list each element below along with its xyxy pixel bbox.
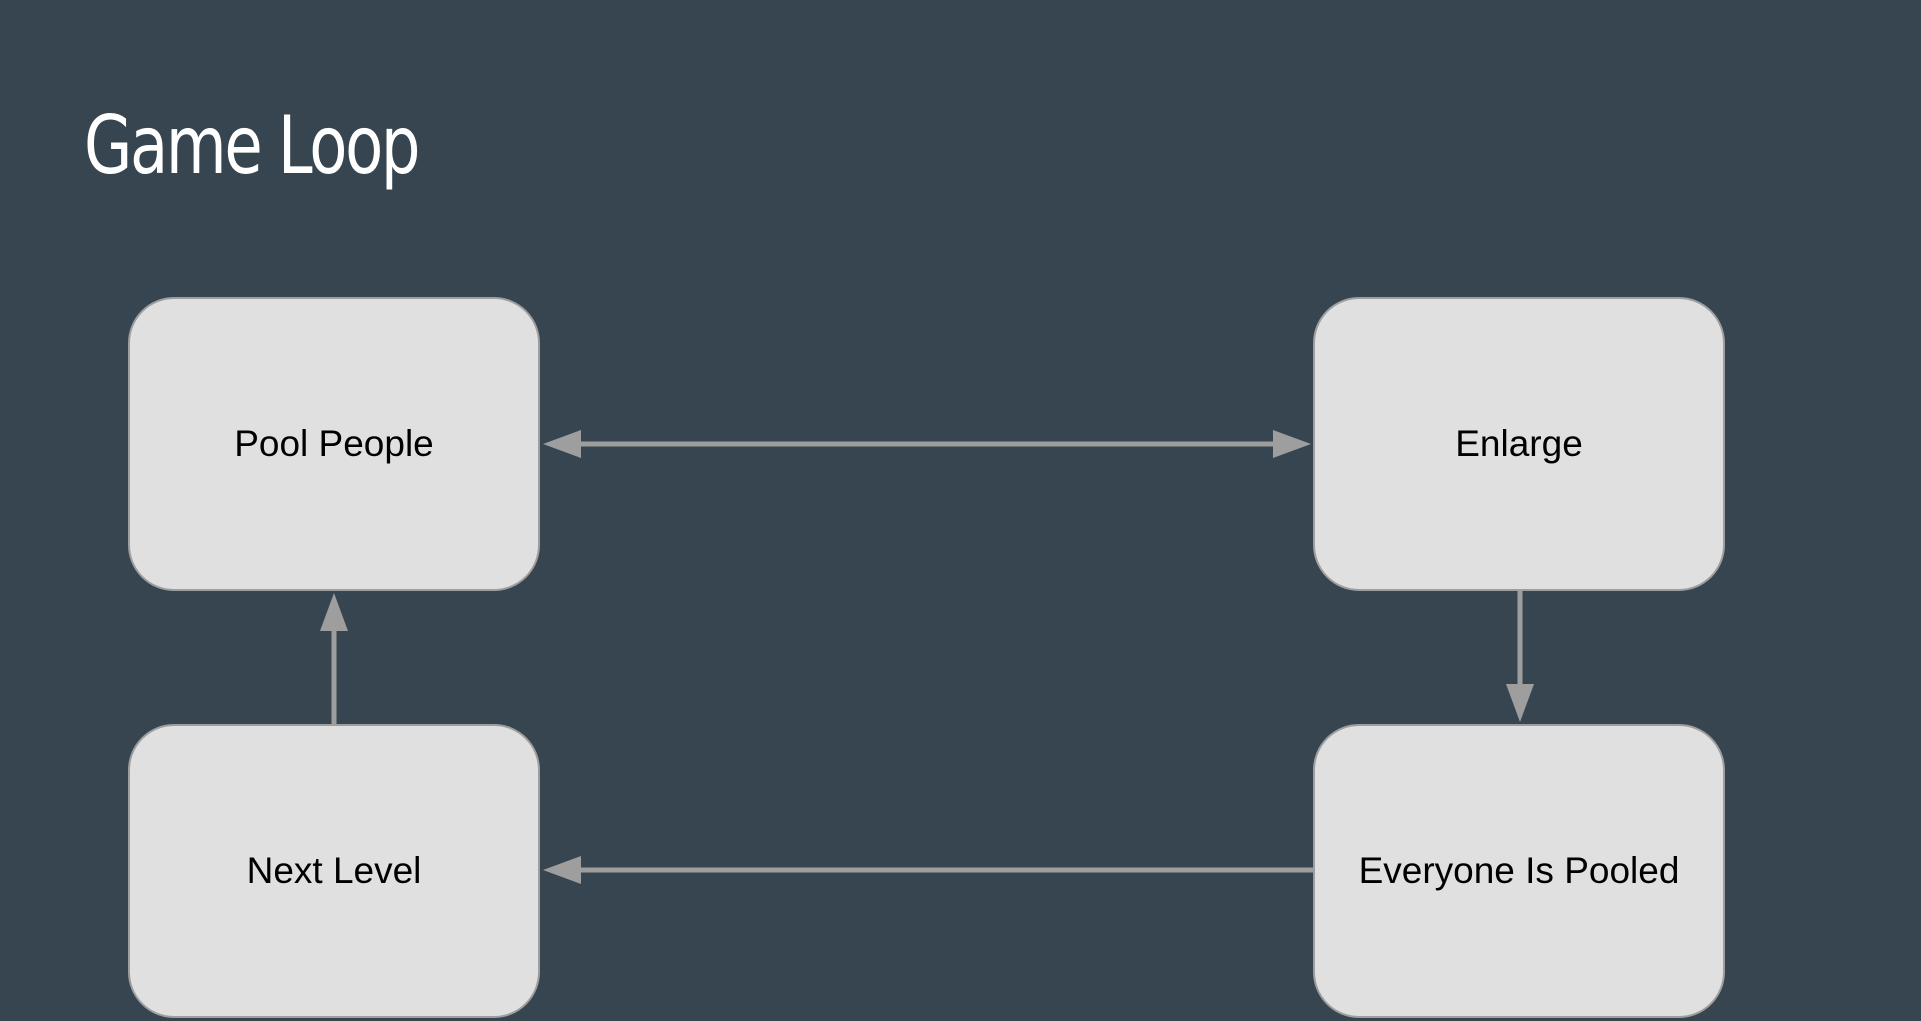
node-label-next-level: Next Level bbox=[246, 850, 422, 891]
arrowhead-right-icon bbox=[1273, 430, 1311, 458]
arrowhead-left-icon bbox=[543, 430, 581, 458]
edge-enlarge-everyone-pooled bbox=[1506, 591, 1534, 722]
slide-title: Game Loop bbox=[84, 99, 421, 192]
edge-everyone-pooled-next-level bbox=[543, 856, 1313, 884]
arrowhead-up-icon bbox=[320, 593, 348, 631]
node-pool-people: Pool People bbox=[128, 297, 540, 591]
node-enlarge: Enlarge bbox=[1313, 297, 1725, 591]
node-next-level: Next Level bbox=[128, 724, 540, 1018]
node-label-pool-people: Pool People bbox=[234, 423, 434, 464]
arrowhead-down-icon bbox=[1506, 684, 1534, 722]
edge-pool-people-enlarge bbox=[543, 430, 1311, 458]
node-label-everyone-is-pooled: Everyone Is Pooled bbox=[1358, 850, 1680, 891]
node-label-enlarge: Enlarge bbox=[1455, 423, 1583, 464]
node-everyone-is-pooled: Everyone Is Pooled bbox=[1313, 724, 1725, 1018]
edge-next-level-pool-people bbox=[320, 593, 348, 724]
arrowhead-left-icon bbox=[543, 856, 581, 884]
